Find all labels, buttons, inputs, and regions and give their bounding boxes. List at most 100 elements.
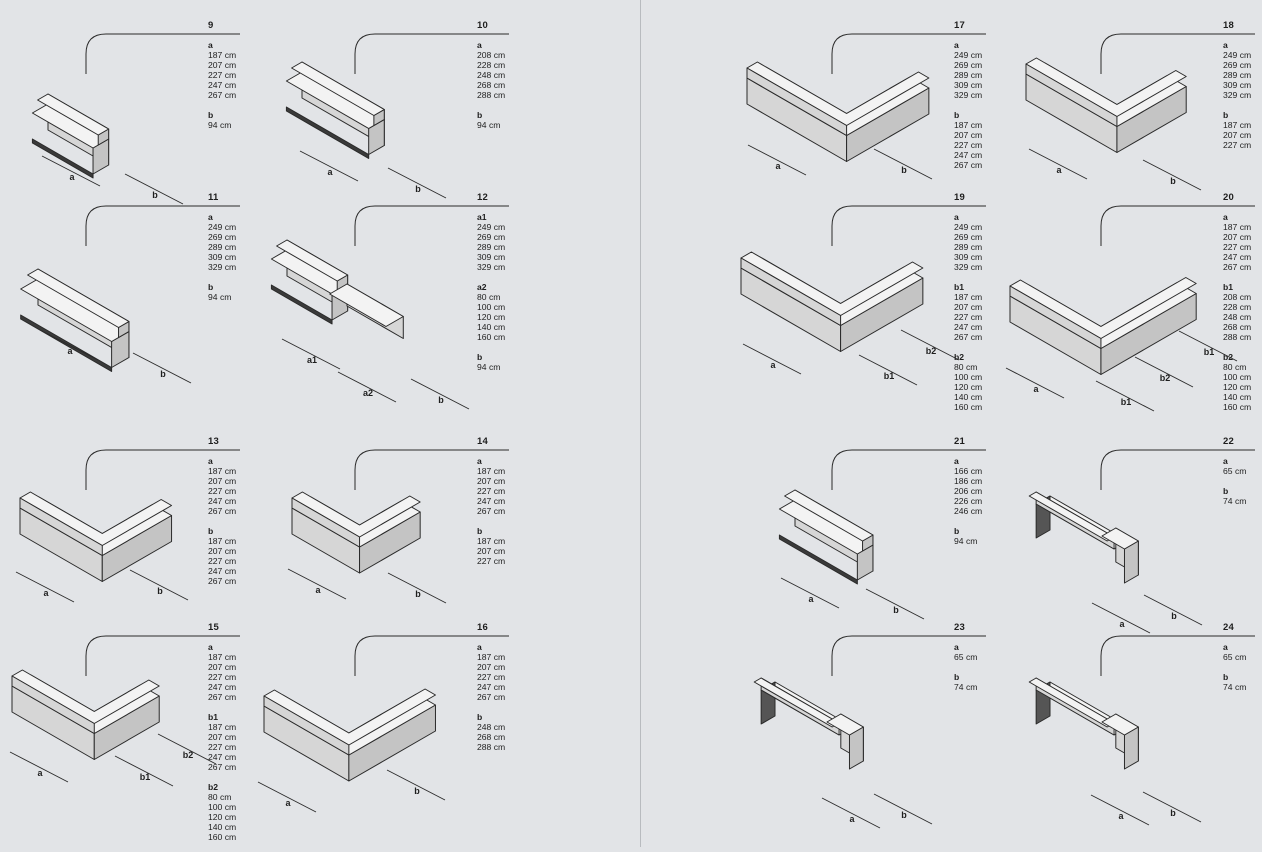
dimension-label: a	[69, 172, 75, 182]
dimension-label: a	[327, 167, 333, 177]
dimension-value: 207 cm	[208, 546, 237, 556]
dimension-value: 207 cm	[208, 476, 237, 486]
dimension-value: 120 cm	[954, 382, 983, 392]
dimension-key: b1	[208, 712, 219, 722]
dimension-label: a	[1118, 811, 1124, 821]
dimension-line	[1028, 148, 1088, 180]
dimension-value: 247 cm	[208, 496, 237, 506]
dimension-value: 329 cm	[1223, 90, 1252, 100]
header-rule	[85, 205, 240, 246]
dimension-value: 309 cm	[477, 252, 506, 262]
dimension-line	[742, 343, 802, 375]
dimension-value: 207 cm	[477, 476, 506, 486]
counter-body	[11, 669, 160, 760]
config-number: 15	[208, 622, 219, 633]
dimension-label: b1	[1204, 347, 1215, 357]
dimension-value: 80 cm	[208, 792, 232, 802]
dimension-value: 100 cm	[208, 802, 237, 812]
dimension-label: b	[1170, 176, 1176, 186]
dimension-line	[1142, 791, 1202, 823]
dimension-label: a	[808, 594, 814, 604]
cabinet-top	[1101, 713, 1139, 736]
counter-body	[1009, 277, 1197, 375]
dimension-label: b2	[926, 346, 937, 356]
dimension-line	[1134, 356, 1194, 388]
dimension-line	[41, 155, 101, 187]
dimension-key: a	[208, 212, 213, 222]
dimension-value: 247 cm	[954, 322, 983, 332]
dimension-value: 248 cm	[477, 722, 506, 732]
dimension-line	[129, 569, 189, 601]
counter-body	[778, 489, 874, 585]
dimension-key: a	[1223, 212, 1228, 222]
dimension-value: 120 cm	[208, 812, 237, 822]
shelf-front	[19, 497, 103, 556]
dimension-label: a1	[307, 355, 317, 365]
shelf-top	[27, 268, 130, 328]
dimension-value: 140 cm	[1223, 392, 1252, 402]
config-number: 13	[208, 436, 219, 447]
dimension-label: b2	[183, 750, 194, 760]
dimension-value: 267 cm	[954, 160, 983, 170]
plinth	[31, 138, 94, 179]
counter-body	[263, 688, 436, 782]
dimension-key: a	[477, 456, 482, 466]
dimension-key: b	[954, 526, 960, 536]
dimension-value: 207 cm	[1223, 232, 1252, 242]
dimension-key: b	[477, 712, 483, 722]
dimension-value: 268 cm	[477, 80, 506, 90]
config-number: 17	[954, 20, 965, 31]
dimension-key: a	[954, 642, 959, 652]
dimension-value: 207 cm	[954, 302, 983, 312]
plinth	[778, 534, 858, 585]
config-number: 24	[1223, 622, 1234, 633]
dimension-value: 247 cm	[208, 682, 237, 692]
dimension-key: b2	[954, 352, 965, 362]
dimension-value: 248 cm	[477, 70, 506, 80]
counter-drawing: ab	[1025, 57, 1202, 191]
config-number: 10	[477, 20, 488, 31]
dimension-value: 207 cm	[208, 60, 237, 70]
dimension-value: 227 cm	[1223, 140, 1252, 150]
dimension-line	[114, 755, 174, 787]
counter-drawing: ab	[1028, 491, 1203, 634]
shelf-front	[11, 675, 95, 734]
dimension-value: 100 cm	[477, 302, 506, 312]
dimension-value: 226 cm	[954, 496, 983, 506]
dimension-key: a	[208, 642, 213, 652]
dimension-value: 186 cm	[954, 476, 983, 486]
dimension-value: 329 cm	[954, 262, 983, 272]
shelf-top	[753, 677, 840, 728]
header-rule	[85, 33, 240, 74]
dimension-label: a	[43, 588, 49, 598]
dimension-line	[821, 797, 881, 829]
dimension-label: b	[415, 589, 421, 599]
dimension-value: 187 cm	[1223, 222, 1252, 232]
header-rule	[85, 635, 240, 676]
dimension-line	[1178, 330, 1238, 362]
dimension-value: 140 cm	[954, 392, 983, 402]
dimension-value: 160 cm	[954, 402, 983, 412]
dimension-value: 208 cm	[477, 50, 506, 60]
config-number: 19	[954, 192, 965, 203]
counter-body	[1028, 677, 1139, 770]
config-number: 14	[477, 436, 488, 447]
config-number: 11	[208, 192, 219, 203]
dimension-value: 94 cm	[477, 120, 501, 130]
